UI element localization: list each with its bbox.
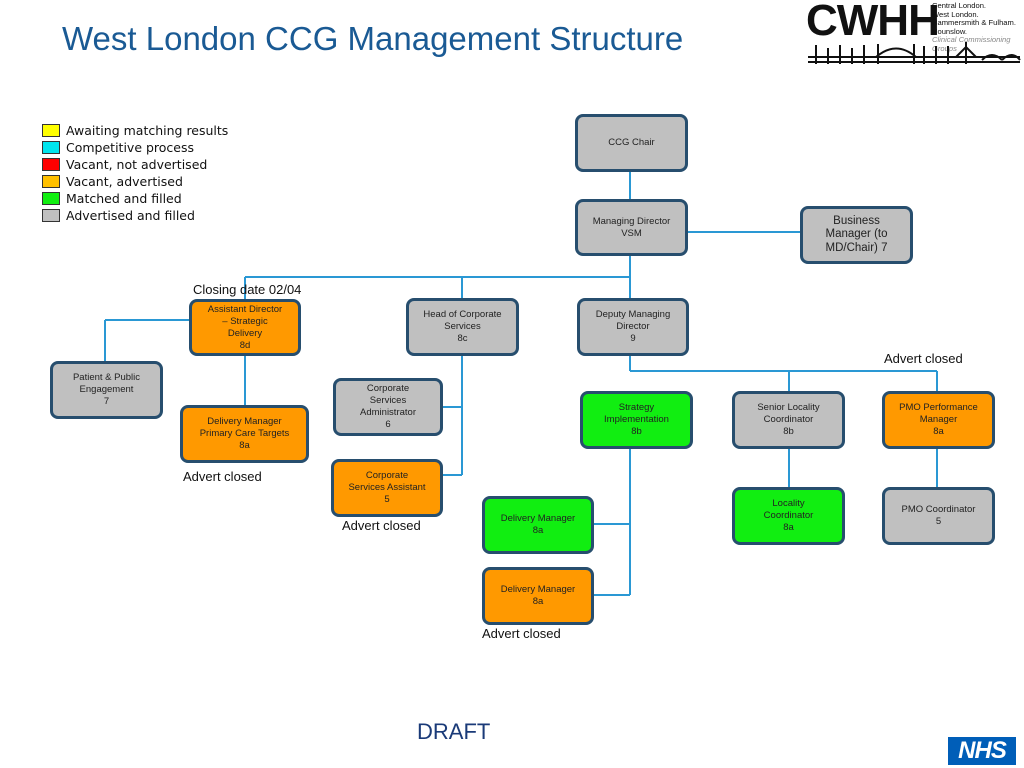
node-label: Business Manager (to MD/Chair) 7 bbox=[825, 214, 888, 254]
note-closing-date: Closing date 02/04 bbox=[193, 282, 302, 297]
node-locality-coord: Locality Coordinator 8a bbox=[732, 487, 845, 545]
node-pmo-perf: PMO Performance Manager 8a bbox=[882, 391, 995, 449]
legend-item: Vacant, advertised bbox=[42, 173, 228, 190]
node-senior-locality: Senior Locality Coordinator 8b bbox=[732, 391, 845, 449]
logo-wordmark: CWHH bbox=[806, 0, 940, 45]
node-label: CCG Chair bbox=[608, 137, 655, 148]
legend-swatch bbox=[42, 209, 60, 222]
node-label: Delivery Manager 8a bbox=[500, 513, 576, 536]
page-title: West London CCG Management Structure bbox=[62, 20, 684, 57]
node-label: PMO Coordinator 5 bbox=[901, 504, 976, 527]
logo-subline: Clinical Commissioning Groups bbox=[932, 35, 1011, 53]
legend-item: Matched and filled bbox=[42, 190, 228, 207]
legend-swatch bbox=[42, 175, 60, 188]
node-strategy-impl: Strategy Implementation 8b bbox=[580, 391, 693, 449]
node-label: Deputy Managing Director 9 bbox=[595, 309, 671, 344]
cwhh-logo: CWHH Central London. West London. Hammer… bbox=[806, 0, 1024, 70]
node-label: Patient & Public Engagement 7 bbox=[72, 372, 141, 407]
node-label: Strategy Implementation 8b bbox=[604, 402, 669, 437]
legend-label: Vacant, advertised bbox=[66, 174, 183, 189]
node-label: PMO Performance Manager 8a bbox=[899, 402, 978, 437]
logo-line: Hammersmith & Fulham. bbox=[932, 18, 1016, 28]
legend: Awaiting matching results Competitive pr… bbox=[42, 122, 228, 224]
node-managing-director: Managing Director VSM bbox=[575, 199, 688, 256]
legend-swatch bbox=[42, 124, 60, 137]
node-patient-public: Patient & Public Engagement 7 bbox=[50, 361, 163, 419]
legend-item: Awaiting matching results bbox=[42, 122, 228, 139]
legend-swatch bbox=[42, 141, 60, 154]
node-deputy-md: Deputy Managing Director 9 bbox=[577, 298, 689, 356]
node-head-corporate: Head of Corporate Services 8c bbox=[406, 298, 519, 356]
note-advert-closed-pmo: Advert closed bbox=[884, 351, 963, 366]
legend-label: Vacant, not advertised bbox=[66, 157, 208, 172]
legend-item: Competitive process bbox=[42, 139, 228, 156]
nhs-logo: NHS bbox=[948, 737, 1016, 765]
node-label: Corporate Services Administrator 6 bbox=[360, 383, 416, 430]
node-corp-assistant: Corporate Services Assistant 5 bbox=[331, 459, 443, 517]
legend-label: Awaiting matching results bbox=[66, 123, 229, 138]
note-advert-closed-corp: Advert closed bbox=[342, 518, 421, 533]
note-advert-closed-delivery: Advert closed bbox=[482, 626, 561, 641]
legend-label: Advertised and filled bbox=[66, 208, 195, 223]
legend-label: Competitive process bbox=[66, 140, 195, 155]
logo-line: West London. bbox=[932, 9, 979, 19]
node-pmo-coord: PMO Coordinator 5 bbox=[882, 487, 995, 545]
node-ccg-chair: CCG Chair bbox=[575, 114, 688, 172]
logo-line: Central London. bbox=[932, 1, 987, 10]
legend-item: Vacant, not advertised bbox=[42, 156, 228, 173]
node-corp-admin: Corporate Services Administrator 6 bbox=[333, 378, 443, 436]
bridge-skyline-icon bbox=[808, 42, 1021, 64]
node-label: Corporate Services Assistant 5 bbox=[348, 470, 426, 505]
node-label: Locality Coordinator 8a bbox=[763, 498, 814, 533]
node-label: Delivery Manager Primary Care Targets 8a bbox=[199, 416, 290, 451]
node-label: Managing Director VSM bbox=[592, 215, 671, 239]
node-label: Delivery Manager 8a bbox=[500, 584, 576, 607]
node-label: Assistant Director – Strategic Delivery … bbox=[207, 303, 283, 351]
legend-swatch bbox=[42, 192, 60, 205]
node-business-manager: Business Manager (to MD/Chair) 7 bbox=[800, 206, 913, 264]
node-delivery-manager-2: Delivery Manager 8a bbox=[482, 567, 594, 625]
node-assistant-director: Assistant Director – Strategic Delivery … bbox=[189, 299, 301, 356]
draft-label: DRAFT bbox=[417, 719, 491, 744]
node-delivery-primary: Delivery Manager Primary Care Targets 8a bbox=[180, 405, 309, 463]
logo-line: Hounslow. bbox=[932, 26, 968, 36]
node-label: Senior Locality Coordinator 8b bbox=[757, 402, 820, 437]
node-delivery-manager-1: Delivery Manager 8a bbox=[482, 496, 594, 554]
logo-caption: Central London. West London. Hammersmith… bbox=[932, 1, 1024, 54]
note-advert-closed-primary: Advert closed bbox=[183, 469, 262, 484]
legend-label: Matched and filled bbox=[66, 191, 182, 206]
legend-swatch bbox=[42, 158, 60, 171]
legend-item: Advertised and filled bbox=[42, 207, 228, 224]
node-label: Head of Corporate Services 8c bbox=[423, 309, 502, 344]
